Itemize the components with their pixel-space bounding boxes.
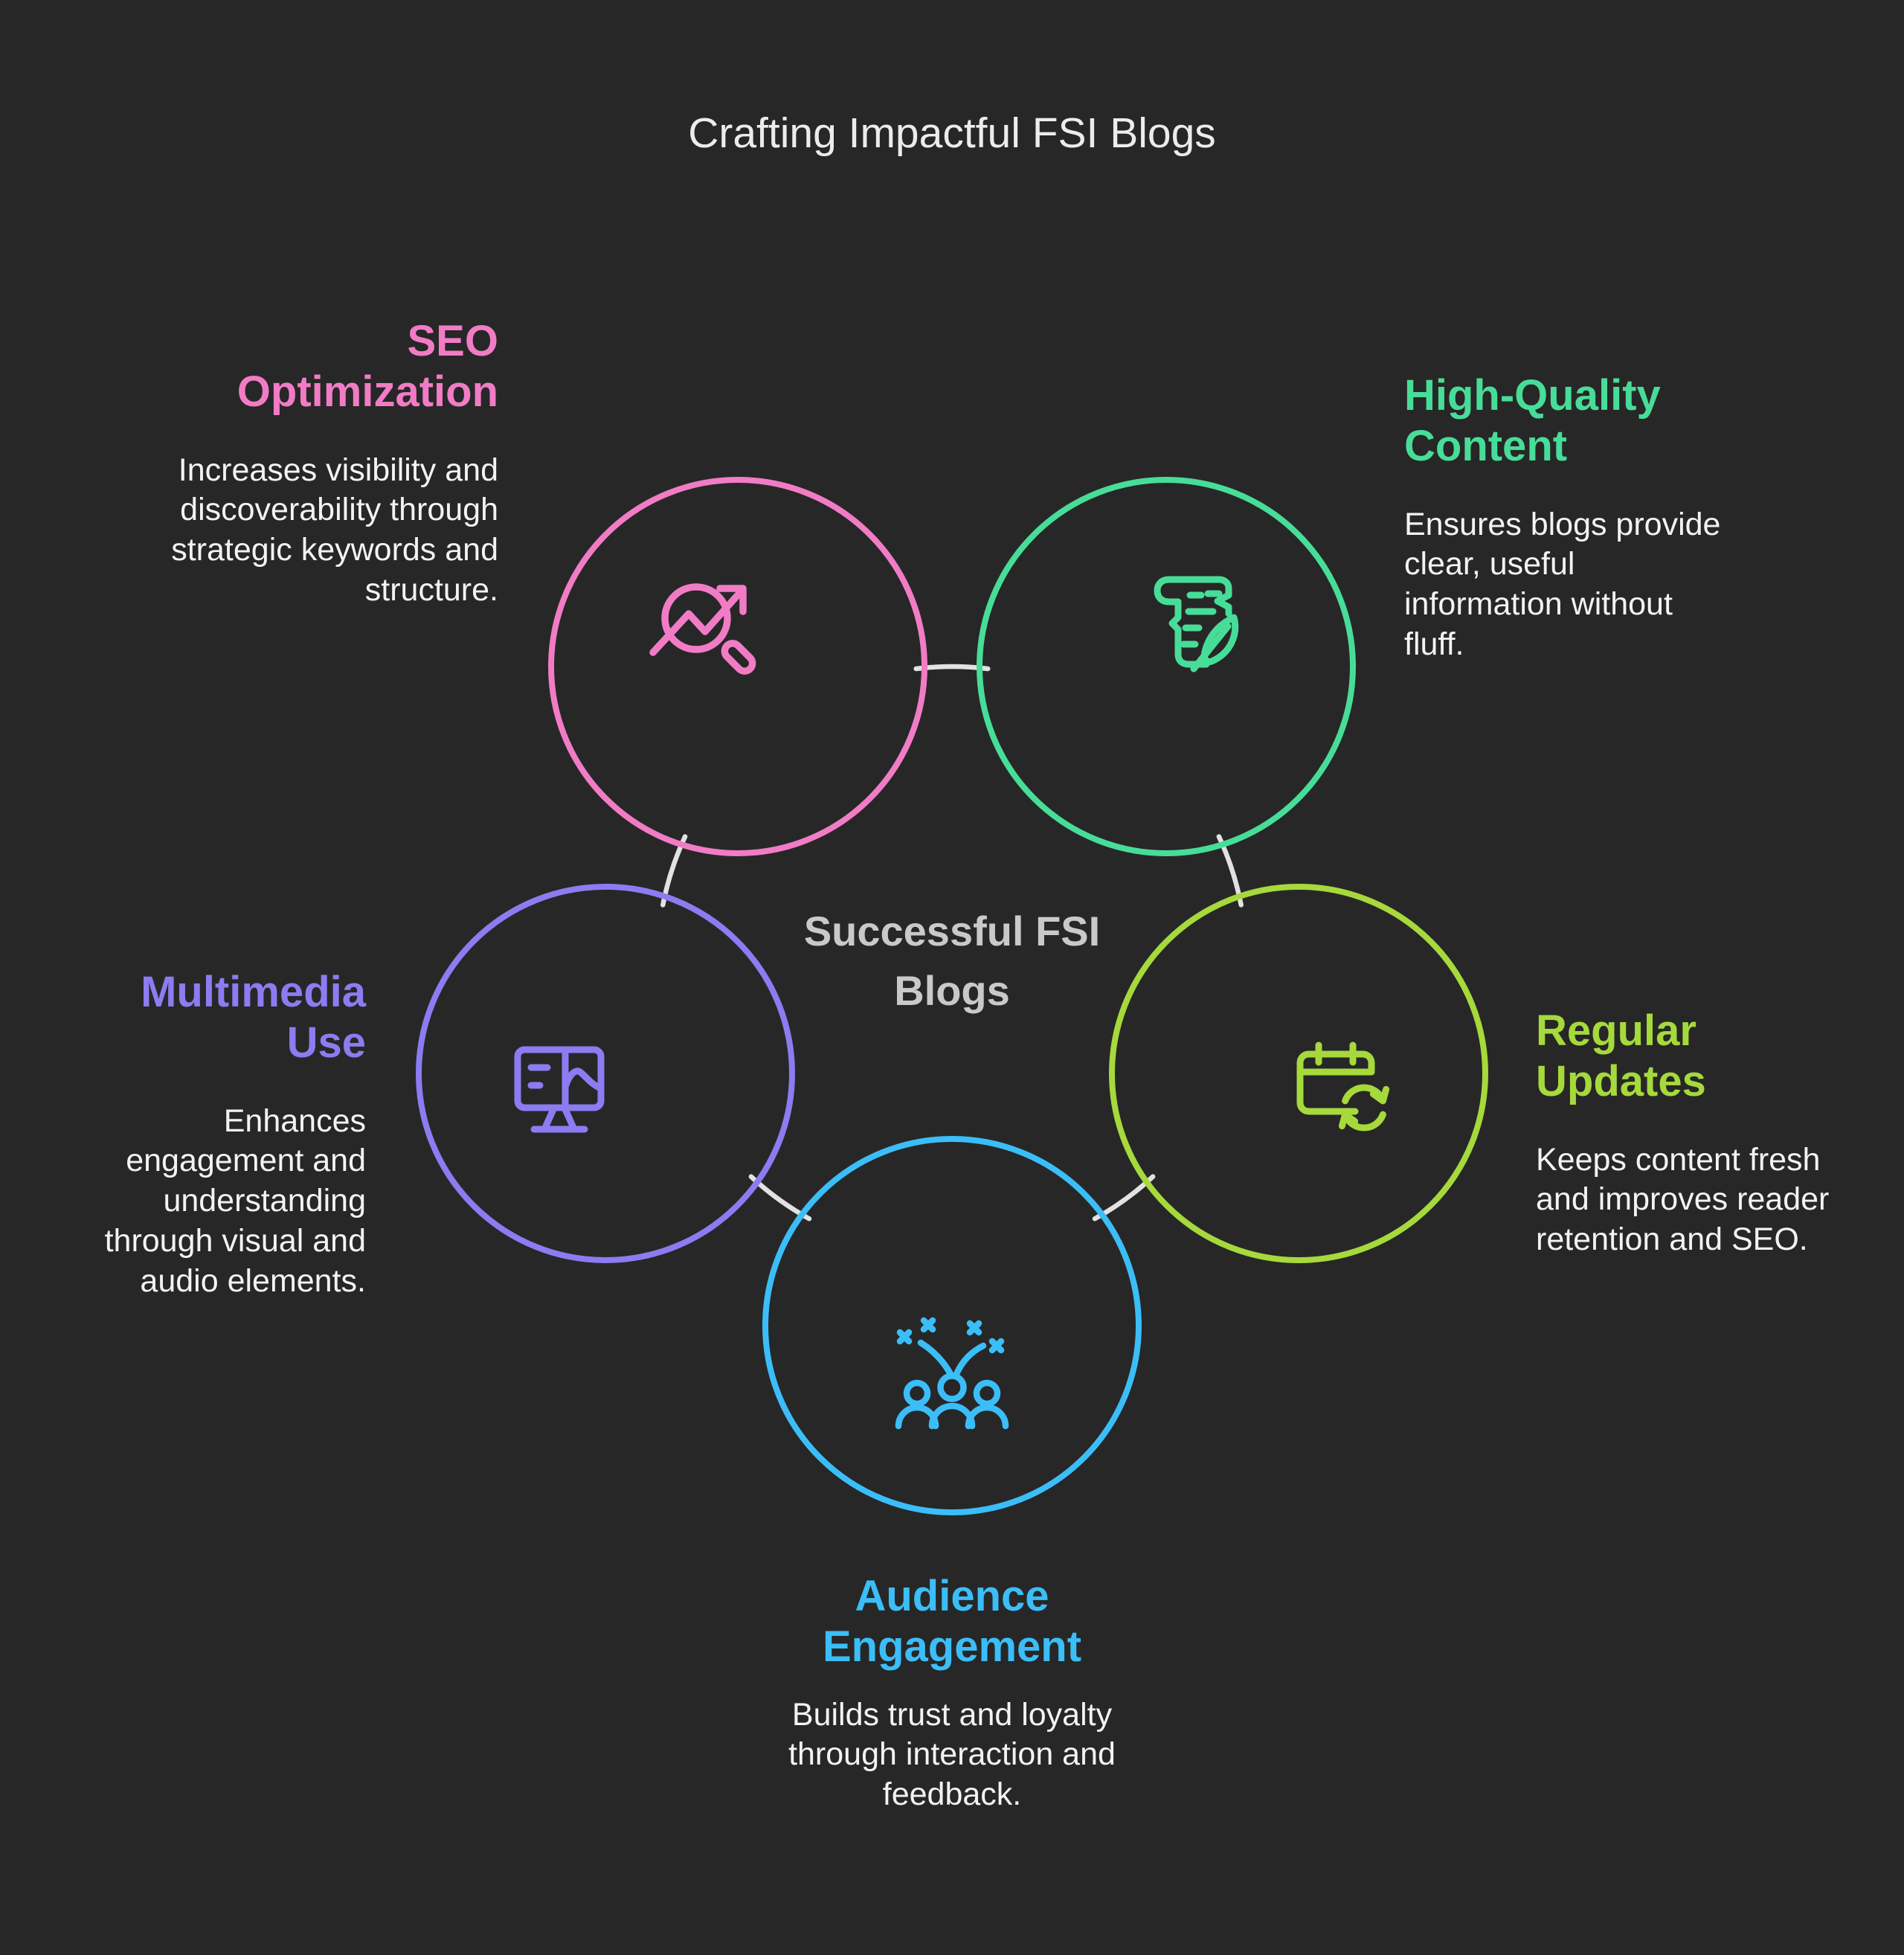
spark-cross: [966, 1320, 982, 1336]
section-audience-engagement: Audience Engagement Builds trust and loy…: [759, 1571, 1145, 1815]
section-heading: Regular Updates: [1536, 1007, 1706, 1105]
magnifier-lens: [661, 583, 731, 653]
trend-line: [649, 586, 746, 656]
screen-media-wave: [562, 1068, 605, 1092]
circle-audience-engagement: [762, 1136, 1142, 1515]
connector-ring-arc-upper-left: [660, 834, 688, 908]
connector-ring-arc-top: [913, 664, 991, 672]
monitor-stand-leg: [541, 1104, 558, 1131]
connector-ring-arc-upper-right: [1216, 834, 1244, 908]
quill-feather: [1200, 614, 1239, 665]
spark-cross: [988, 1338, 1005, 1354]
scroll-right-edge: [1165, 576, 1232, 617]
circle-multimedia-use: [416, 884, 795, 1263]
connector-ring-arc-lower-right: [1092, 1174, 1156, 1222]
refresh-arrowhead: [1338, 1111, 1359, 1130]
scroll-top-curl: [1154, 576, 1182, 606]
page-title: Crafting Impactful FSI Blogs: [688, 109, 1216, 157]
section-body: Builds trust and loyalty through interac…: [788, 1696, 1116, 1813]
section-regular-updates: Regular Updates Keeps content fresh and …: [1536, 1006, 1863, 1260]
section-heading: Audience Engagement: [822, 1572, 1082, 1671]
scroll-quill-icon: [1154, 576, 1239, 672]
section-high-quality-content: High-Quality Content Ensures blogs provi…: [1404, 370, 1735, 665]
spark-cross: [920, 1317, 936, 1333]
celebration-streamer: [953, 1342, 987, 1378]
monitor-stand-leg: [561, 1104, 577, 1131]
magnifier-handle: [721, 640, 756, 675]
audience-celebration-icon: [895, 1317, 1009, 1430]
refresh-arrowhead: [1369, 1085, 1390, 1105]
monitor-media-icon: [514, 1046, 605, 1133]
search-trend-icon: [649, 583, 756, 675]
spark-cross: [896, 1329, 913, 1345]
section-seo-optimization: SEO Optimization Increases visibility an…: [171, 316, 498, 611]
person-head: [903, 1379, 931, 1407]
section-multimedia-use: Multimedia Use Enhances engagement and u…: [83, 967, 366, 1301]
person-head: [973, 1379, 1001, 1407]
section-heading: SEO Optimization: [237, 317, 498, 416]
section-body: Keeps content fresh and improves reader …: [1536, 1141, 1830, 1258]
section-heading: Multimedia Use: [141, 968, 366, 1067]
calendar-body: [1296, 1050, 1375, 1115]
center-label: Successful FSI Blogs: [803, 908, 1101, 1014]
section-body: Ensures blogs provide clear, useful info…: [1404, 506, 1721, 662]
person-head: [937, 1373, 967, 1402]
section-body: Increases visibility and discoverability…: [171, 452, 498, 608]
connector-ring: [660, 664, 1244, 1222]
person-shoulders: [965, 1404, 1009, 1430]
section-heading: High-Quality Content: [1404, 371, 1661, 470]
section-body: Enhances engagement and understanding th…: [104, 1102, 366, 1299]
circle-high-quality-content: [977, 477, 1356, 856]
circle-group: [416, 477, 1488, 1515]
scroll-left-edge: [1168, 598, 1210, 668]
trend-arrowhead: [716, 585, 747, 615]
monitor-screen: [514, 1046, 605, 1111]
connector-ring-arc-lower-left: [748, 1174, 812, 1222]
celebration-streamer: [917, 1339, 954, 1378]
circle-seo-optimization: [548, 477, 927, 856]
circle-regular-updates: [1109, 884, 1488, 1263]
calendar-refresh-icon: [1296, 1041, 1390, 1131]
quill-vein: [1190, 623, 1232, 672]
